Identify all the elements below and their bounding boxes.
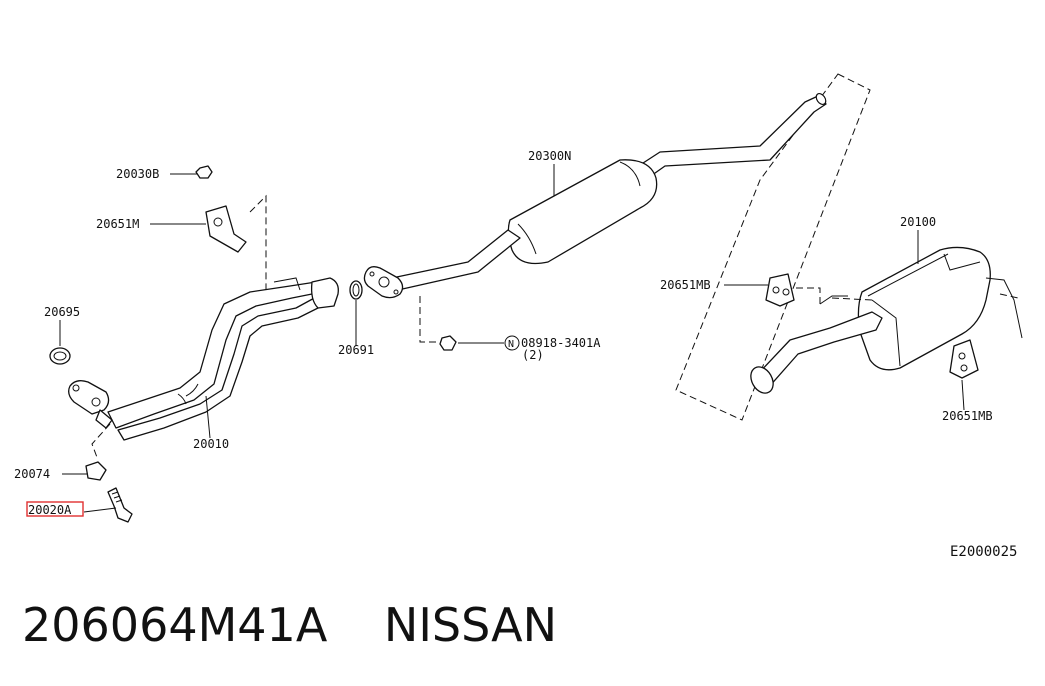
hanger-20651M xyxy=(205,205,247,253)
label-20020A[interactable]: 20020A xyxy=(28,503,72,517)
hanger-20651MB-b xyxy=(949,339,979,379)
sensor-20074 xyxy=(85,461,107,481)
label-20030B[interactable]: 20030B xyxy=(116,167,159,181)
rear-group-dashed-outline xyxy=(675,73,871,421)
sensor-20020A xyxy=(107,487,133,523)
part-number: 206064M41A xyxy=(22,598,328,652)
exhaust-system-diagram: 20030B 20651M 20695 20074 20020A 20010 2… xyxy=(14,73,1023,523)
flange-plate xyxy=(363,266,404,299)
part-footer: 206064M41A NISSAN xyxy=(22,598,557,652)
gasket-ring xyxy=(349,280,363,300)
center-tailpipe xyxy=(639,95,827,179)
label-20695[interactable]: 20695 xyxy=(44,305,80,319)
center-muffler xyxy=(507,159,658,265)
label-08918-3401A[interactable]: 08918-3401A xyxy=(521,336,601,350)
diagram-code: E2000025 xyxy=(950,544,1018,560)
label-20651MB-b[interactable]: 20651MB xyxy=(942,409,993,423)
label-20074[interactable]: 20074 xyxy=(14,467,50,481)
front-tube-flange xyxy=(310,277,339,309)
front-pipe-to-muffler xyxy=(391,229,521,291)
label-08918-qty: (2) xyxy=(522,348,544,362)
n-mark-letter: N xyxy=(508,339,514,350)
n-mark-icon xyxy=(504,335,520,351)
label-20010[interactable]: 20010 xyxy=(193,437,229,451)
bolt-08918 xyxy=(439,335,457,351)
label-20651M[interactable]: 20651M xyxy=(96,217,139,231)
tailpipe-end xyxy=(815,92,827,106)
label-20691[interactable]: 20691 xyxy=(338,343,374,357)
label-20300N[interactable]: 20300N xyxy=(528,149,571,163)
hanger-20651MB-a xyxy=(765,273,795,307)
label-20651MB-a[interactable]: 20651MB xyxy=(660,278,711,292)
label-20100[interactable]: 20100 xyxy=(900,215,936,229)
gasket-20695 xyxy=(49,347,71,365)
brand-name: NISSAN xyxy=(383,598,558,652)
rear-inlet-pipe xyxy=(755,311,883,389)
nut-20030B xyxy=(195,165,213,179)
highlight-box-20020A xyxy=(26,501,84,517)
